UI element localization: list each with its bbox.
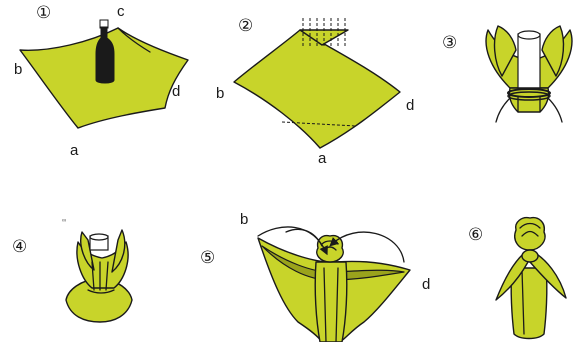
step-1-corner-b: b	[14, 61, 22, 78]
step-3-bottle-neck	[518, 34, 540, 90]
step-6-knot	[522, 250, 538, 262]
wine-bottle-icon	[96, 20, 114, 83]
step-2-corner-a: a	[318, 150, 327, 167]
step-1: ① c b d a	[14, 3, 188, 159]
step-2-cloth	[234, 30, 400, 148]
step-6-rosette	[515, 218, 545, 250]
step-1-corner-d: d	[172, 83, 180, 100]
step-3: ③	[442, 26, 572, 122]
step-5-number: ⑤	[200, 248, 215, 268]
step-5-rosette	[317, 236, 344, 262]
step-5-corner-b: b	[240, 211, 248, 228]
step-1-corner-c: c	[117, 3, 125, 20]
step-1-number: ①	[36, 3, 51, 23]
step-4-number: ④	[12, 237, 27, 257]
step-5-bottle-column	[315, 262, 347, 342]
step-1-corner-a: a	[70, 142, 79, 159]
step-2-number: ②	[238, 16, 253, 36]
step-3-number: ③	[442, 33, 457, 53]
step-2: ② b d a	[216, 16, 414, 167]
step-5: ⑤ b d	[200, 211, 430, 342]
step-6: ⑥	[468, 218, 566, 339]
step-2-corner-b: b	[216, 85, 224, 102]
step-5-corner-d: d	[422, 276, 430, 293]
step-6-number: ⑥	[468, 225, 483, 245]
step-2-corner-d: d	[406, 97, 414, 114]
step-4: ④ ∞	[12, 218, 132, 322]
step-4-mark: ∞	[62, 218, 66, 224]
